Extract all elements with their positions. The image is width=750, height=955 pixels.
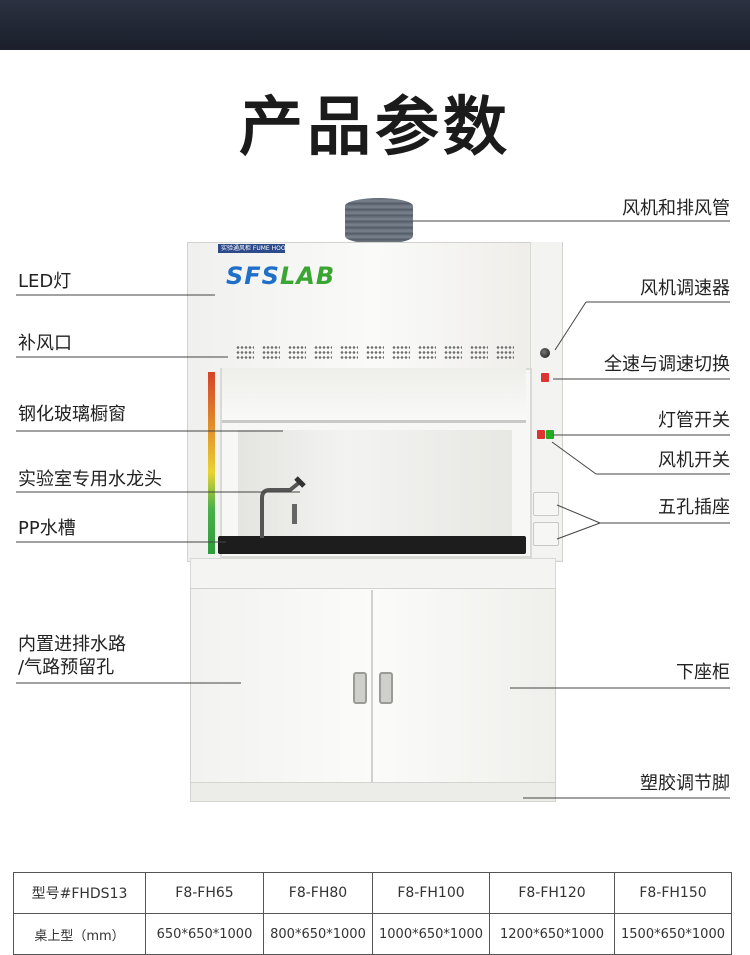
socket-bottom [533,522,559,546]
label-fan-switch: 风机开关 [658,450,730,471]
page-title: 产品参数 [239,91,511,165]
door-handle-left [353,672,367,704]
label-socket: 五孔插座 [658,497,730,518]
table-cell: 650*650*1000 [145,913,264,955]
table-cell: F8-FH120 [489,872,615,914]
exhaust-duct [345,198,413,244]
door-divider [371,590,373,782]
adjustable-feet-plinth [190,782,556,802]
spec-table: 型号#FHDS13 F8-FH65 F8-FH80 F8-FH100 F8-FH… [13,872,732,955]
label-sink: PP水槽 [18,518,76,539]
fan-switch [546,430,554,439]
label-light-switch: 灯管开关 [658,410,730,431]
label-base-cabinet: 下座柜 [676,662,730,683]
table-cell: 800*650*1000 [263,913,373,955]
fan-speed-knob [540,348,550,358]
table-cell: 1200*650*1000 [489,913,615,955]
label-fan-duct: 风机和排风管 [622,198,730,219]
label-glass-window: 钢化玻璃橱窗 [18,404,126,425]
table-cell: F8-FH150 [614,872,732,914]
air-supply-vents [236,345,516,361]
socket-top [533,492,559,516]
cabinet-top-panel [190,558,556,590]
label-fan-speed: 风机调速器 [640,278,730,299]
table-cell: F8-FH100 [372,872,490,914]
worktop [218,536,526,554]
hood-nameplate: 实验通风柜 FUME HOOD [218,244,285,253]
table-cell: F8-FH65 [145,872,264,914]
light-switch [537,430,545,439]
table-cell: 型号#FHDS13 [13,872,146,914]
base-cabinet [190,588,556,784]
header-band [0,0,750,50]
table-cell: 1500*650*1000 [614,913,732,955]
table-header-row: 型号#FHDS13 F8-FH65 F8-FH80 F8-FH100 F8-FH… [13,872,732,914]
brand-logo: SFSLAB [226,262,336,290]
label-faucet: 实验室专用水龙头 [18,469,162,490]
table-cell: F8-FH80 [263,872,373,914]
airflow-indicator-strip [208,372,215,554]
speed-toggle-switch [541,373,549,382]
label-pipes-line1: 内置进排水路 [18,634,126,655]
hood-interior [238,430,512,540]
label-led: LED灯 [18,271,72,292]
table-cell: 1000*650*1000 [372,913,490,955]
label-air-supply: 补风口 [18,333,72,354]
glass-sash [222,368,526,423]
label-pipes-line2: /气路预留孔 [18,657,115,678]
table-row: 桌上型（mm） 650*650*1000 800*650*1000 1000*6… [13,913,732,955]
door-handle-right [379,672,393,704]
label-feet: 塑胶调节脚 [640,773,730,794]
table-cell: 桌上型（mm） [13,913,146,955]
label-speed-switch: 全速与调速切换 [604,354,730,375]
